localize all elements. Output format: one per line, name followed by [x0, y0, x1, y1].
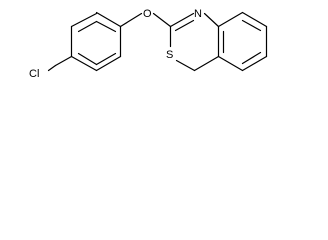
sulfur-label: S [166, 49, 173, 61]
chlorophenyl-ring [70, 11, 122, 72]
benzo-ring [217, 11, 268, 72]
molecule-structure: Cl O N S [29, 8, 268, 80]
molecule-canvas: Cl O N S [0, 0, 328, 96]
thiazine-ring [169, 12, 220, 72]
ether-bonds [119, 12, 172, 28]
oxygen-label: O [143, 8, 152, 20]
chloro-bond [47, 55, 73, 72]
nitrogen-label: N [194, 8, 202, 20]
chlorine-label: Cl [29, 68, 39, 80]
